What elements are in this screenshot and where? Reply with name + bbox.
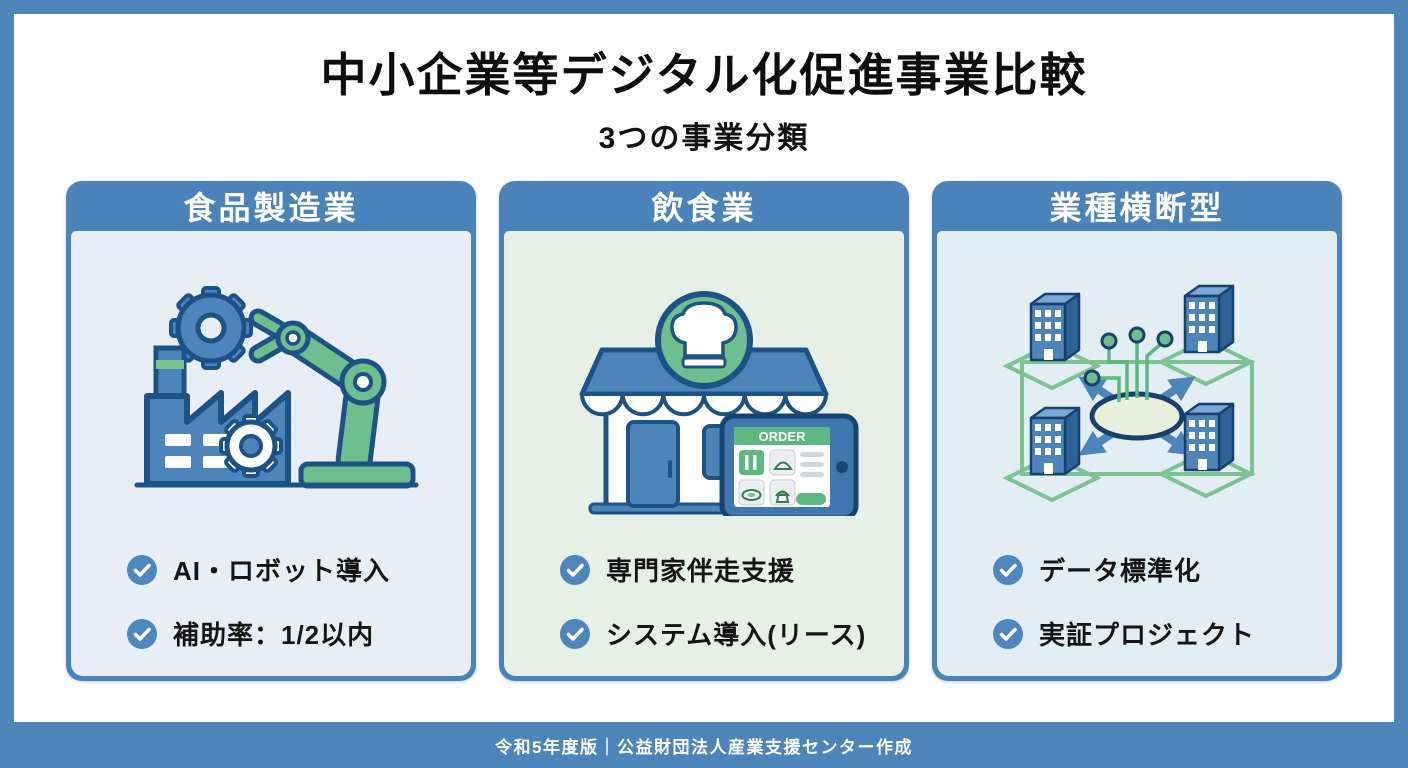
card-food-manufacturing-header: 食品製造業 [183,190,359,226]
card-restaurant-header: 飲食業 [651,190,757,226]
check-item-label: AI・ロボット導入 [173,556,391,586]
card-food-manufacturing-body: AI・ロボット導入 補助率：1/2以内 [71,231,471,676]
page-subtitle: 3つの事業分類 [598,121,810,155]
card-food-manufacturing-checklist: AI・ロボット導入 補助率：1/2以内 [127,551,471,652]
check-item: 補助率：1/2以内 [127,615,471,652]
check-item: 専門家伴走支援 [560,551,904,588]
page-title: 中小企業等デジタル化促進事業比較 [320,49,1088,101]
tablet-screen-title: ORDER [759,429,807,444]
cards-row: 食品製造業 [66,181,1342,681]
content-panel: 中小企業等デジタル化促進事業比較 3つの事業分類 食品製造業 [14,14,1394,722]
card-restaurant-body: ORDER [504,231,904,676]
check-icon [993,618,1023,649]
check-item: 実証プロジェクト [993,615,1337,652]
restaurant-storefront-tablet-icon: ORDER [504,245,904,537]
check-item: AI・ロボット導入 [127,551,471,588]
check-item-label: データ標準化 [1039,556,1202,586]
card-restaurant-checklist: 専門家伴走支援 システム導入(リース) [560,551,904,652]
check-icon [560,554,590,585]
factory-robot-icon [71,245,471,537]
check-item: データ標準化 [993,551,1337,588]
card-cross-industry-checklist: データ標準化 実証プロジェクト [993,551,1337,652]
check-item-label: システム導入(リース) [606,620,867,650]
check-icon [127,554,157,585]
check-item-label: 専門家伴走支援 [606,556,796,586]
title-block: 中小企業等デジタル化促進事業比較 3つの事業分類 [14,14,1394,157]
check-item-label: 実証プロジェクト [1039,620,1256,650]
card-food-manufacturing: 食品製造業 [66,181,476,681]
check-item-label: 補助率：1/2以内 [173,620,375,650]
check-icon [560,618,590,649]
card-cross-industry-header: 業種横断型 [1049,190,1225,226]
check-icon [127,618,157,649]
check-item: システム導入(リース) [560,615,904,652]
card-cross-industry-body: データ標準化 実証プロジェクト [937,231,1337,676]
check-icon [993,554,1023,585]
footer-credit: 令和5年度版｜公益財団法人産業支援センター作成 [495,737,913,757]
card-restaurant: 飲食業 [499,181,909,681]
network-buildings-icon [937,245,1337,537]
card-cross-industry: 業種横断型 [932,181,1342,681]
